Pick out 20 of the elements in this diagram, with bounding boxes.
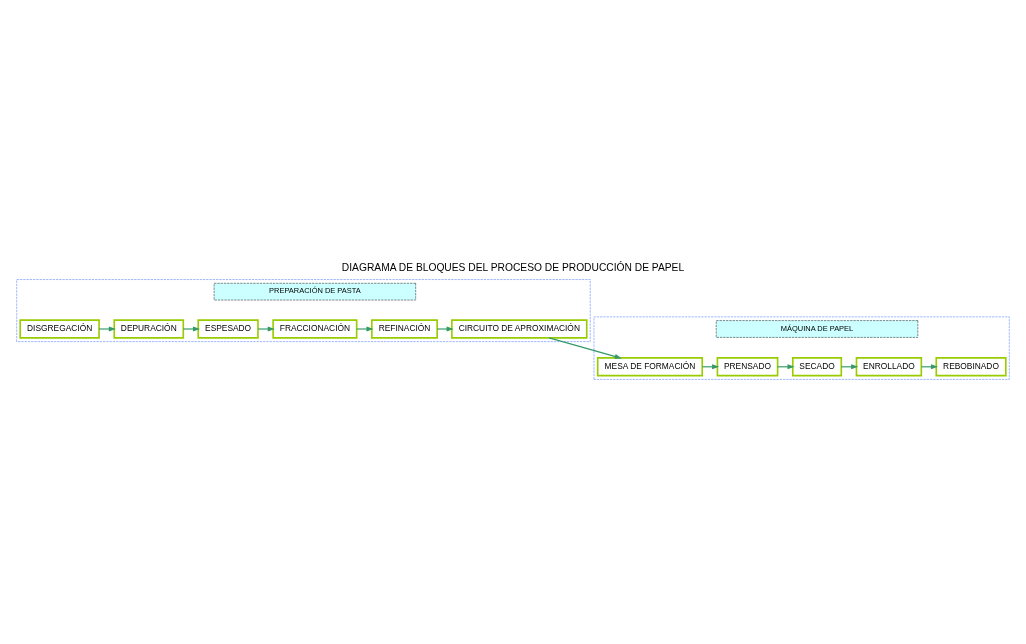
arrow	[436, 326, 454, 332]
node-box: PRENSADO	[716, 357, 779, 377]
node-box: ENROLLADO	[855, 357, 923, 377]
node-box: REFINACIÓN	[371, 319, 438, 339]
arrow	[98, 326, 116, 332]
arrow	[548, 337, 622, 359]
diagram-title: DIAGRAMA DE BLOQUES DEL PROCESO DE PRODUCCIÓN DE PAPEL	[341, 261, 685, 273]
arrow	[182, 326, 200, 332]
node-box: DEPURACIÓN	[113, 319, 185, 339]
node-box: PREPARACIÓN DE PASTA	[213, 283, 416, 301]
arrow	[356, 326, 374, 332]
node-box: ESPESADO	[197, 319, 259, 339]
node-box: REBOBINADO	[935, 357, 1007, 377]
node-box: FRACCIONACIÓN	[272, 319, 358, 339]
arrow	[257, 326, 275, 332]
node-box: CIRCUITO DE APROXIMACIÓN	[451, 319, 588, 339]
node-box: MESA DE FORMACIÓN	[596, 357, 704, 377]
node-box: MÁQUINA DE PAPEL	[716, 320, 919, 338]
node-box: SECADO	[791, 357, 843, 377]
node-box: DISGREGACIÓN	[19, 319, 100, 339]
